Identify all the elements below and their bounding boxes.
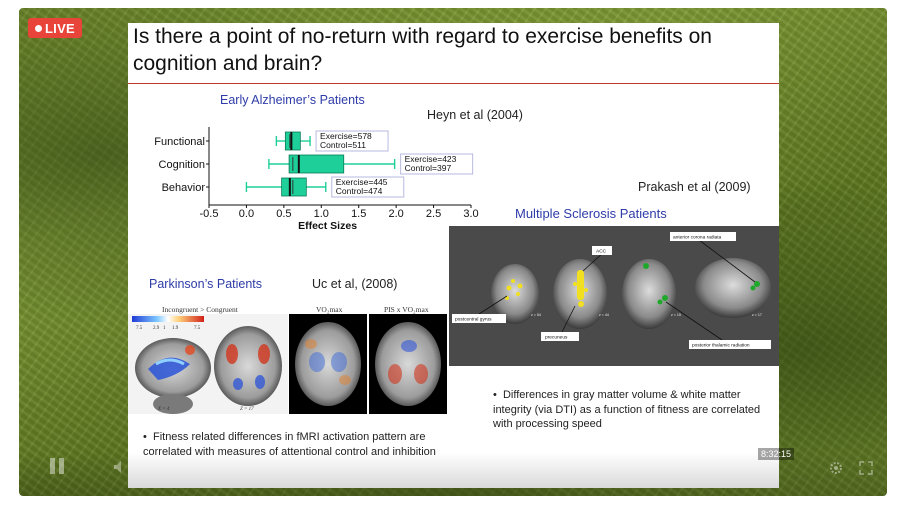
gear-icon[interactable] (829, 461, 843, 475)
live-badge: LIVE (28, 18, 82, 38)
x-tick-label: 0.5 (276, 208, 291, 220)
player-controls (19, 452, 887, 496)
slice-label-z: Z = 17 (240, 407, 254, 412)
pd-heading: Parkinson’s Patients (149, 277, 263, 291)
pd-vo2max-image (289, 314, 367, 414)
x-tick-label: 2.0 (388, 208, 403, 220)
ms-heading: Multiple Sclerosis Patients (515, 206, 667, 221)
fullscreen-icon[interactable] (859, 461, 873, 475)
ms-bullet-text: Differences in gray matter volume & whit… (493, 389, 761, 430)
ms-label-postcentral: postcentral gyrus (455, 317, 492, 323)
live-dot-icon (34, 24, 42, 32)
ms-label-anterior: anterior corona radiata (673, 235, 722, 241)
annotation-text: Exercise=578 (320, 131, 372, 141)
title-divider (128, 83, 779, 84)
bullet-dot-icon: • (493, 389, 503, 401)
ms-bullet: • Differences in gray matter volume & wh… (493, 388, 768, 432)
category-label: Behavior (162, 182, 206, 194)
annotation-text: Exercise=423 (405, 154, 457, 164)
annotation-text: Exercise=445 (336, 177, 388, 187)
time-display: 8:32:15 (758, 448, 795, 460)
pause-icon[interactable] (49, 457, 65, 475)
x-tick-label: 3.0 (463, 208, 478, 220)
ms-citation: Prakash et al (2009) (638, 180, 751, 194)
ms-slice-1: z = 54 (531, 313, 541, 317)
annotation-text: Control=474 (336, 186, 383, 196)
box (288, 154, 345, 174)
colorbar-tick-1: 7.5 (136, 326, 143, 331)
ms-slice-3: z = 15 (671, 313, 681, 317)
annotation-box (400, 153, 474, 175)
live-label: LIVE (44, 20, 76, 36)
box (281, 177, 307, 197)
alz-heading: Early Alzheimer’s Patients (220, 93, 365, 107)
volume-icon[interactable] (113, 460, 129, 474)
x-tick-label: 1.5 (351, 208, 366, 220)
slide-title: Is there a point of no-return with regar… (133, 25, 712, 75)
annotation-text: Control=511 (320, 140, 366, 150)
slice-label-x: X = 4 (157, 407, 170, 412)
box (284, 131, 301, 151)
alz-citation: Heyn et al (2004) (427, 108, 523, 122)
video-player[interactable]: LIVE Is there a point of no-return with … (19, 8, 887, 496)
colorbar-tick-3: 1 (163, 326, 166, 331)
ms-label-posterior: posterior thalamic radiation (692, 343, 750, 349)
pd-panel-label-1: Incongruent > Congruent (162, 305, 238, 314)
category-label: Functional (154, 136, 205, 148)
pd-pis-vo2max-image (369, 314, 447, 414)
annotation-text: Control=397 (405, 163, 452, 173)
x-tick-label: 2.5 (426, 208, 441, 220)
annotation-box (331, 176, 405, 198)
presentation-slide: Is there a point of no-return with regar… (128, 23, 779, 488)
x-axis-label: Effect Sizes (298, 220, 357, 232)
pd-brain-activation-image: 7.5 2.9 1 1.9 7.5 X = 4 Z = 17 (128, 314, 288, 414)
x-tick-label: 0.0 (239, 208, 254, 220)
ms-brain-image: anterior corona radiata ACC postcentral … (449, 226, 779, 366)
ms-slice-4: z = 17 (752, 313, 762, 317)
colorbar-tick-5: 7.5 (194, 326, 201, 331)
pd-panel-label-3: PIS x VO₂max (384, 305, 429, 314)
category-label: Cognition (159, 159, 205, 171)
pd-bullet: • Fitness related differences in fMRI ac… (143, 430, 443, 459)
pd-citation: Uc et al, (2008) (312, 277, 398, 291)
x-tick-label: 1.0 (314, 208, 329, 220)
colorbar-tick-2: 2.9 (153, 326, 160, 331)
colorbar-tick-4: 1.9 (172, 326, 179, 331)
pd-panel-label-2: VO₂max (316, 305, 343, 314)
pd-bullet-text: Fitness related differences in fMRI acti… (143, 431, 436, 458)
ms-label-acc: ACC (596, 249, 607, 255)
bullet-dot-icon: • (143, 431, 153, 443)
ms-slice-2: z = 44 (599, 313, 609, 317)
annotation-box (315, 130, 389, 152)
x-tick-label: -0.5 (200, 208, 219, 220)
ms-label-precuneus: precuneus (545, 335, 568, 341)
